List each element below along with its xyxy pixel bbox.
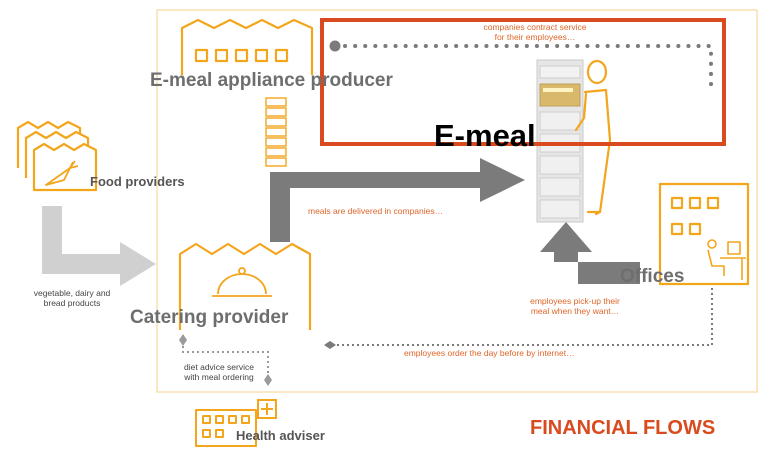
- cloche-icon: [212, 267, 272, 297]
- order-flow-dots: [330, 288, 713, 346]
- diet-flow-tail: [264, 374, 272, 386]
- produce-note-line1: vegetable, dairy and: [33, 288, 111, 298]
- factory-icon: [180, 18, 314, 75]
- diet-flow-dots: [182, 346, 269, 380]
- carrot-icon: [45, 160, 79, 186]
- supply-arrow: [42, 206, 156, 286]
- contract-flow-start: [329, 40, 341, 52]
- offices-label: Offices: [620, 266, 685, 287]
- pickup-note-line2: meal when they want…: [530, 306, 620, 316]
- diet-flow-head: [179, 334, 187, 346]
- health-adviser-building: [195, 409, 257, 447]
- diagram-frame: [156, 9, 758, 393]
- appliance-producer-label: E-meal appliance producer: [150, 70, 393, 91]
- food-providers-label: Food providers: [90, 174, 185, 189]
- order-flow-head: [324, 341, 336, 349]
- contract-note-line2: for their employees…: [494, 32, 576, 42]
- contract-note-line1: companies contract service: [483, 22, 587, 32]
- emeal-label: E-meal: [434, 118, 536, 153]
- food-provider-frames: [16, 120, 98, 192]
- catering-building: [178, 242, 312, 330]
- person-icon: [574, 59, 612, 216]
- contract-box: [320, 18, 726, 146]
- produce-note: vegetable, dairy and bread products: [22, 288, 122, 308]
- medical-cross-icon: [257, 399, 277, 419]
- order-note: employees order the day before by intern…: [404, 348, 575, 358]
- contract-flow-dots: [343, 44, 713, 96]
- appliance-stack: [265, 97, 287, 167]
- health-adviser-label: Health adviser: [236, 428, 325, 443]
- delivered-note: meals are delivered in companies…: [308, 206, 444, 216]
- catering-provider-label: Catering provider: [130, 307, 289, 328]
- produce-note-line2: bread products: [43, 298, 101, 308]
- delivery-arrow: [270, 158, 525, 242]
- emeal-kiosk-icon: [536, 59, 584, 223]
- pickup-note: employees pick-up their meal when they w…: [520, 296, 630, 316]
- financial-flows-title: FINANCIAL FLOWS: [530, 417, 716, 439]
- office-worker-icon: [707, 239, 746, 280]
- diet-note-line1: diet advice service: [184, 362, 254, 372]
- office-building-icon: [658, 182, 750, 286]
- diet-note-line2: with meal ordering: [184, 372, 254, 382]
- contract-note: companies contract service for their emp…: [460, 22, 610, 42]
- pickup-note-line1: employees pick-up their: [530, 296, 620, 306]
- pickup-arrow: [540, 222, 640, 284]
- diet-note: diet advice service with meal ordering: [176, 362, 262, 382]
